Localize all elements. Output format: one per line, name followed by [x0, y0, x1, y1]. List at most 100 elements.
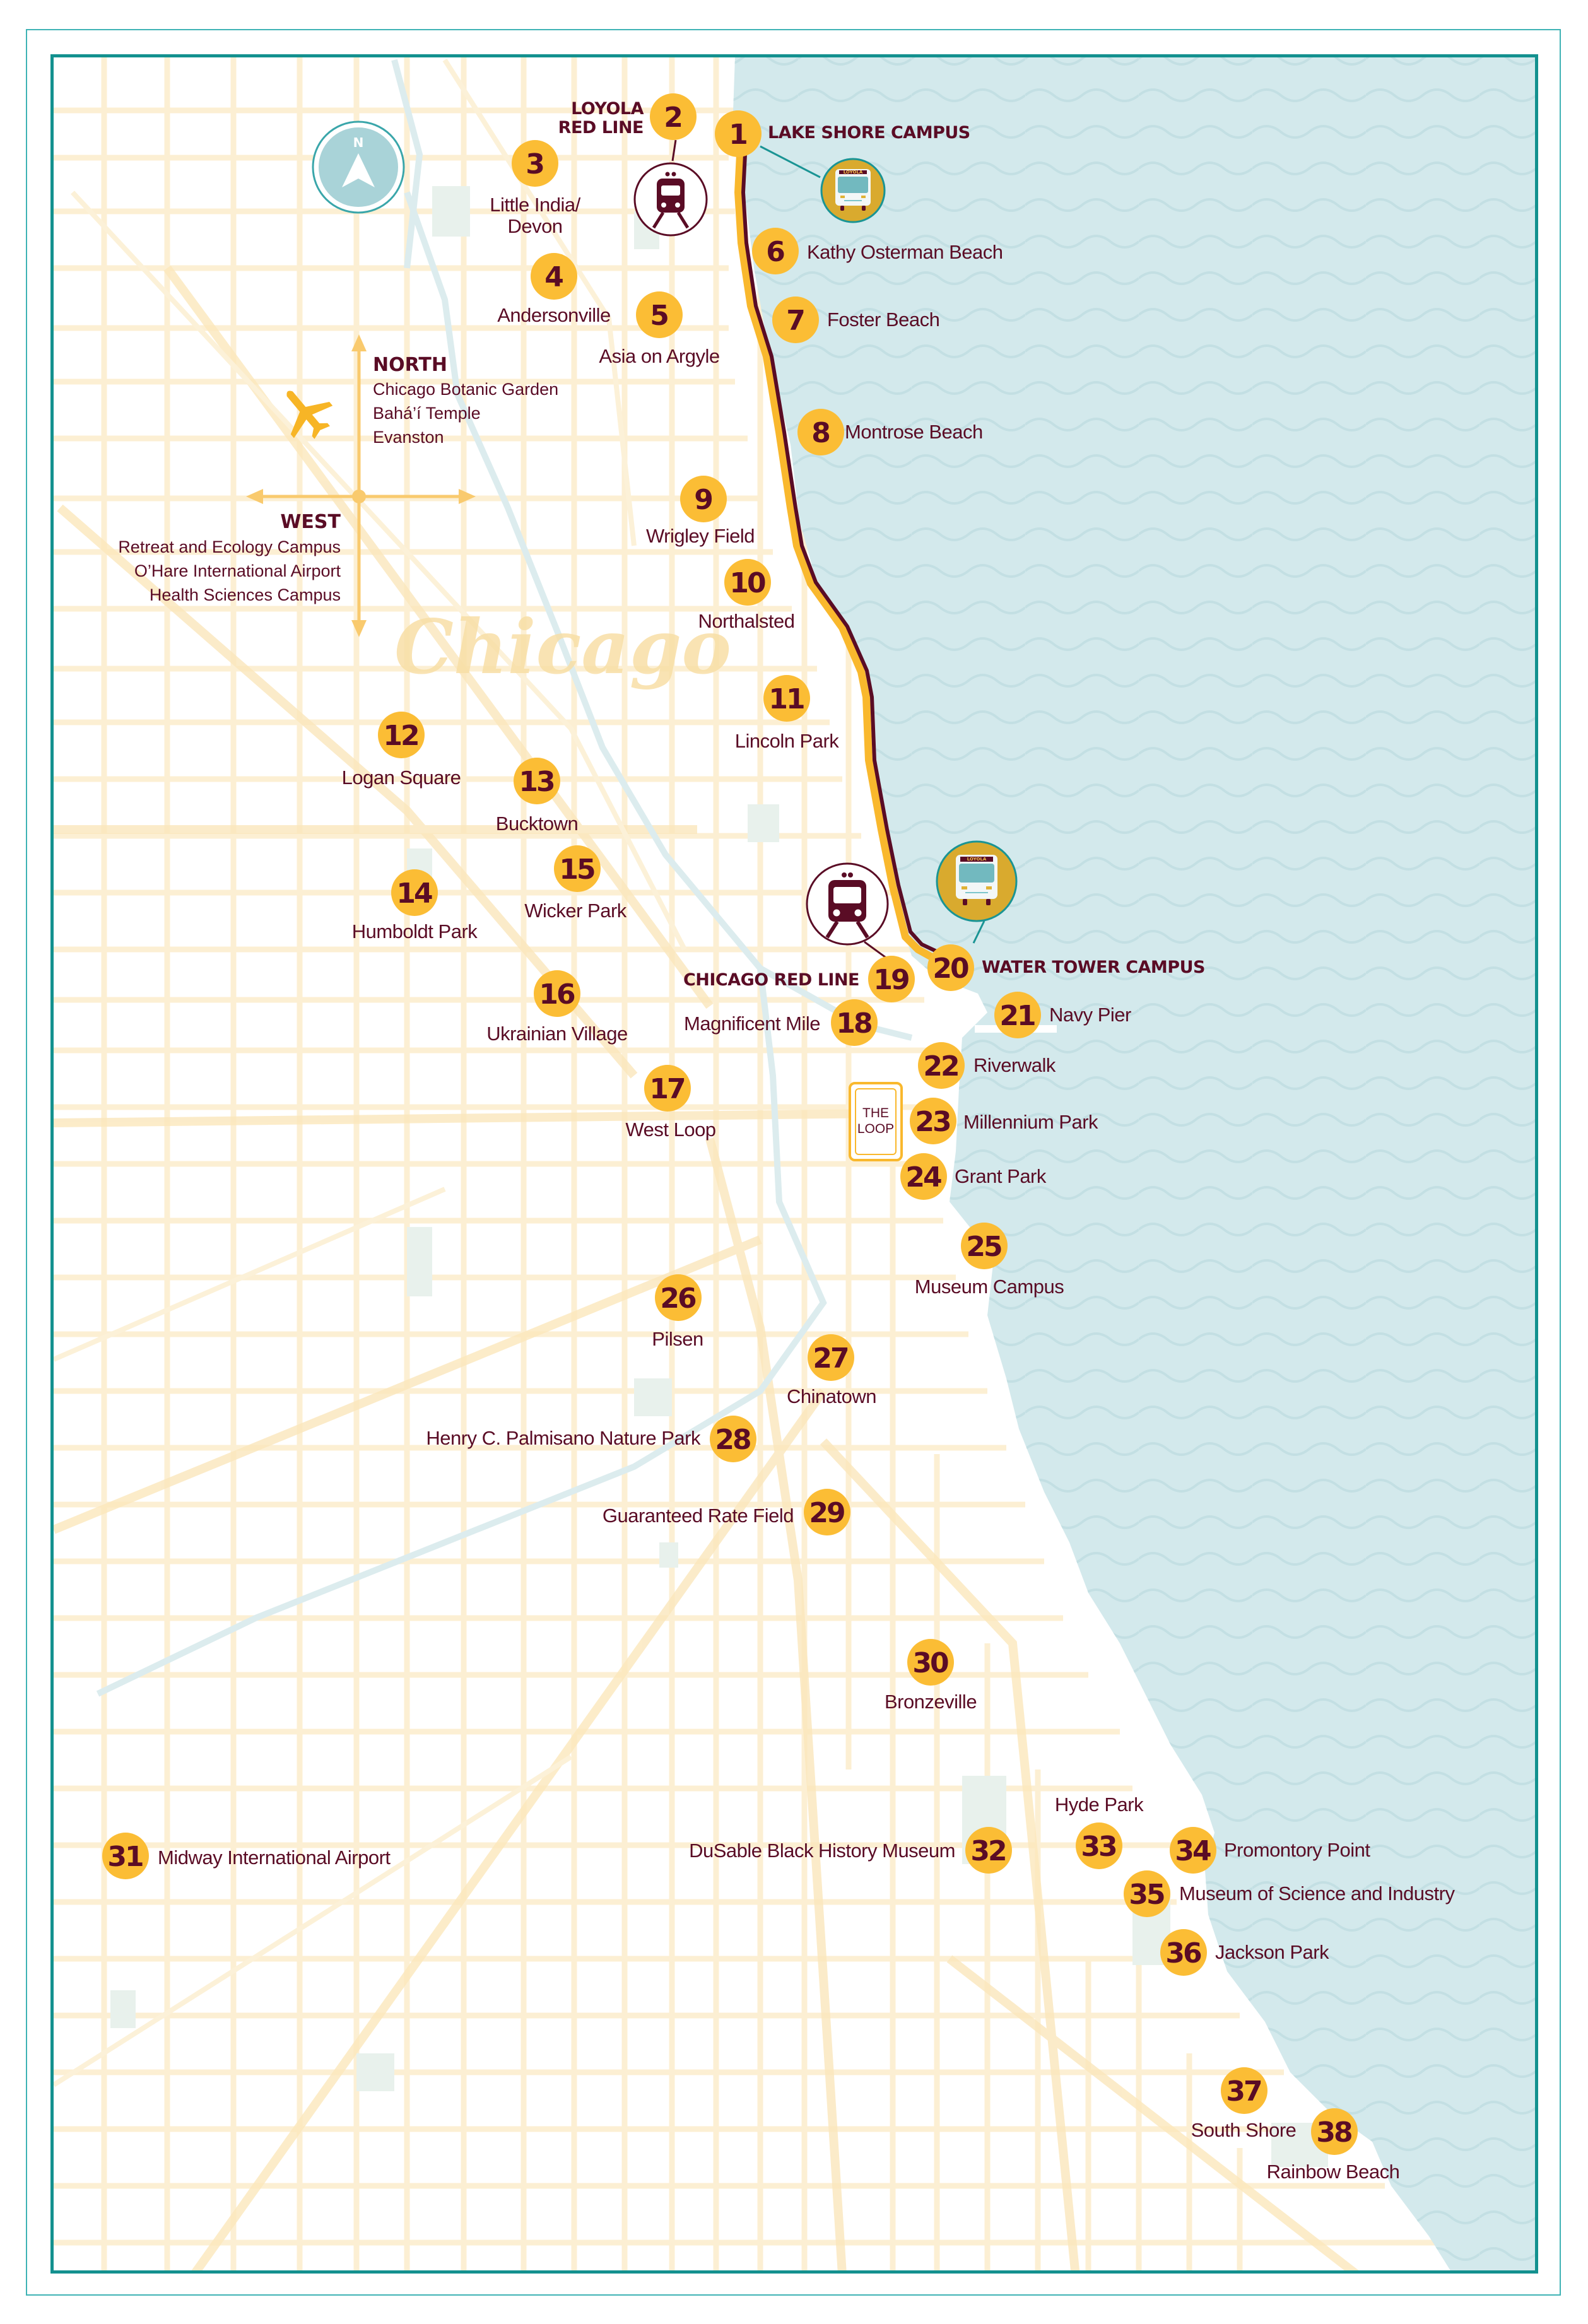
marker-circle-icon[interactable]	[797, 409, 844, 455]
marker-label[interactable]: Hyde Park	[1055, 1793, 1144, 1816]
marker-circle-icon[interactable]	[710, 1416, 756, 1462]
marker-label[interactable]: Magnificent Mile	[684, 1012, 820, 1035]
marker-circle-icon[interactable]	[514, 758, 560, 804]
marker-label[interactable]: Montrose Beach	[845, 421, 983, 443]
marker-circle-icon[interactable]	[910, 1098, 956, 1144]
marker-circle-icon[interactable]	[531, 253, 577, 300]
marker-circle-icon[interactable]	[655, 1274, 702, 1321]
marker-circle-icon[interactable]	[644, 1065, 691, 1112]
marker-circle-icon[interactable]	[1124, 1870, 1170, 1917]
marker-circle-icon[interactable]	[650, 93, 697, 140]
marker-label[interactable]: Henry C. Palmisano Nature Park	[426, 1427, 701, 1449]
marker-label[interactable]: Museum of Science and Industry	[1179, 1882, 1456, 1904]
marker-circle-icon[interactable]	[868, 956, 915, 1002]
chicago-train-icon[interactable]	[806, 862, 889, 946]
marker-circle-icon[interactable]	[378, 712, 425, 758]
chicago-map[interactable]: Chicago N NORTH Chicago Botanic Garden B…	[50, 54, 1538, 2274]
marker-label[interactable]: Jackson Park	[1215, 1941, 1330, 1963]
marker-label[interactable]: Ukrainian Village	[486, 1023, 628, 1045]
marker-circle-icon[interactable]	[554, 845, 601, 892]
marker-label[interactable]: Northalsted	[698, 610, 795, 632]
marker-label[interactable]: Lincoln Park	[735, 730, 840, 752]
marker-label[interactable]: DuSable Black History Museum	[689, 1840, 955, 1862]
marker-label[interactable]: Bucktown	[496, 813, 579, 835]
marker-label[interactable]: Bronzeville	[885, 1691, 977, 1713]
marker-label[interactable]: Chinatown	[787, 1385, 876, 1407]
marker-circle-icon[interactable]	[772, 296, 819, 343]
marker-circle-icon[interactable]	[534, 970, 580, 1017]
marker-label[interactable]: Riverwalk	[973, 1054, 1056, 1076]
marker-label[interactable]: Navy Pier	[1049, 1004, 1132, 1026]
marker-circle-icon[interactable]	[831, 999, 878, 1046]
marker-label[interactable]: Wicker Park	[524, 900, 627, 922]
marker-circle-icon[interactable]	[1076, 1822, 1122, 1869]
marker-label[interactable]: Asia on Argyle	[599, 345, 720, 367]
marker-label[interactable]: Millennium Park	[963, 1111, 1099, 1133]
marker-circle-icon[interactable]	[763, 675, 810, 722]
marker-label[interactable]: WATER TOWER CAMPUS	[982, 958, 1205, 977]
marker-label[interactable]: Devon	[507, 215, 563, 237]
marker-label[interactable]: Kathy Osterman Beach	[807, 241, 1003, 263]
marker-label[interactable]: CHICAGO RED LINE	[683, 970, 860, 990]
marker-label[interactable]: Logan Square	[342, 766, 461, 789]
marker-label[interactable]: Promontory Point	[1224, 1839, 1371, 1861]
marker-circle-icon[interactable]	[391, 869, 438, 916]
marker-circle-icon[interactable]	[808, 1334, 854, 1381]
marker-label[interactable]: Rainbow Beach	[1267, 2161, 1400, 2183]
marker-label[interactable]: South Shore	[1191, 2119, 1297, 2141]
marker-circle-icon[interactable]	[1221, 2067, 1267, 2114]
marker-label[interactable]: LAKE SHORE CAMPUS	[768, 123, 970, 143]
water-tower-bus-icon[interactable]: LOYOLA	[936, 840, 1018, 922]
marker-circle-icon[interactable]	[512, 140, 558, 187]
marker-circle-icon[interactable]	[918, 1042, 965, 1089]
marker-circle-icon[interactable]	[961, 1223, 1008, 1269]
marker-circle-icon[interactable]	[636, 291, 683, 338]
marker-circle-icon[interactable]	[1311, 2108, 1358, 2155]
marker-label[interactable]: Foster Beach	[827, 308, 940, 331]
marker-circle-icon[interactable]	[965, 1827, 1012, 1874]
loyola-train-icon[interactable]	[633, 162, 708, 237]
marker-circle-icon[interactable]	[1170, 1827, 1216, 1874]
marker-label[interactable]: Little India/	[490, 194, 581, 216]
location-marker[interactable]: 2	[650, 93, 697, 140]
marker-label[interactable]: Midway International Airport	[158, 1846, 391, 1869]
marker-circle-icon[interactable]	[994, 992, 1041, 1038]
marker-label[interactable]: Museum Campus	[915, 1276, 1064, 1298]
marker-circle-icon[interactable]	[680, 476, 727, 522]
marker-label[interactable]: West Loop	[625, 1118, 716, 1141]
marker-circle-icon[interactable]	[1160, 1929, 1207, 1976]
lake-shore-bus-icon[interactable]: LOYOLA	[820, 158, 886, 223]
marker-circle-icon[interactable]	[752, 228, 799, 274]
